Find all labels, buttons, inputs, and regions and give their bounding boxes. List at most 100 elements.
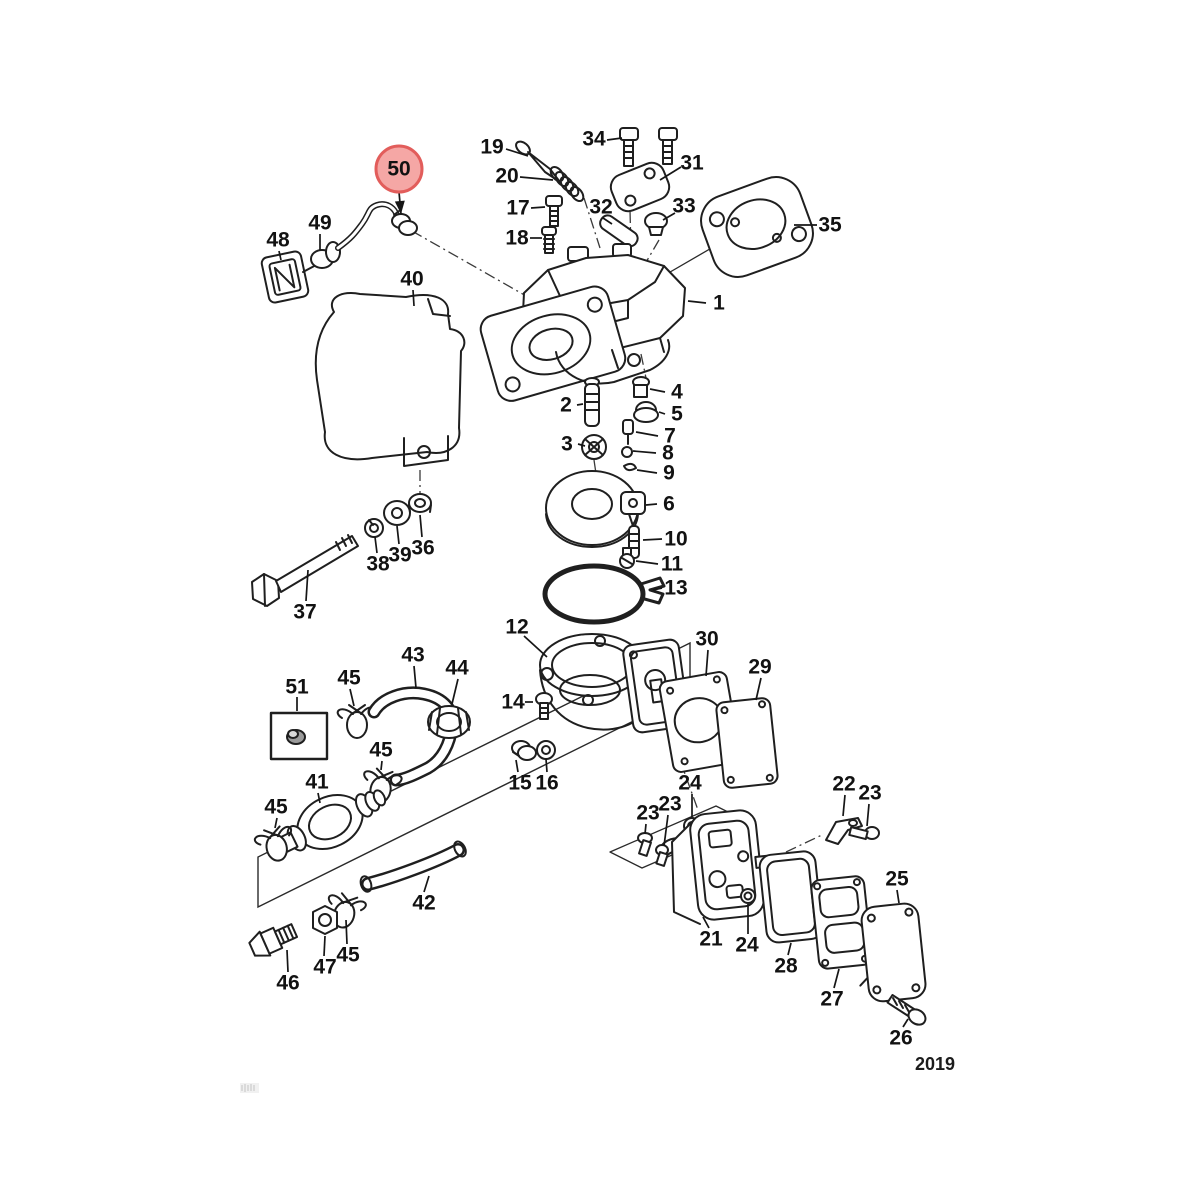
leader-line-39-44 [396, 525, 400, 545]
part-35-flange-gasket [645, 176, 814, 287]
part-label-45-50: 45 [369, 739, 393, 762]
leader-line-1-13 [687, 300, 707, 304]
part-15-drain-plug [511, 740, 537, 761]
leader-line-38-43 [374, 536, 378, 554]
part-label-43-48: 43 [401, 644, 424, 667]
part-label-26-41: 26 [889, 1027, 912, 1050]
leader-line-17-4 [530, 206, 546, 209]
leader-line-45-47 [349, 688, 355, 707]
leader-line-2-14 [576, 403, 584, 406]
part-label-19-0: 19 [480, 136, 503, 159]
part-label-11-23: 11 [661, 553, 684, 576]
part-label-16-30: 16 [535, 772, 558, 795]
part-label-49-10: 49 [308, 212, 331, 235]
leader-line-43-48 [413, 665, 417, 689]
leader-line-34-2 [606, 137, 623, 141]
leader-line-45-50 [380, 760, 383, 771]
part-label-36-45: 36 [411, 537, 434, 560]
leader-line-13-24 [652, 587, 663, 591]
leader-line-45-52 [274, 817, 278, 829]
part-7-needle-valve [622, 419, 634, 445]
leader-line-23-32 [644, 823, 647, 835]
part-label-38-43: 38 [366, 553, 390, 576]
part-46-barb-fitting [248, 923, 299, 957]
part-label-51-46: 51 [285, 676, 309, 699]
part-label-5-16: 5 [671, 403, 683, 426]
part-label-24-37: 24 [735, 934, 759, 957]
leader-line-36-45 [419, 514, 423, 538]
part-label-45-52: 45 [264, 796, 288, 819]
leader-line-29-27 [755, 677, 762, 701]
part-9-retainer-clip [623, 462, 637, 472]
part-5-cap [633, 401, 659, 423]
part-label-22-34: 22 [832, 773, 855, 796]
part-label-4-15: 4 [671, 381, 683, 404]
leader-line-9-20 [636, 469, 658, 474]
part-label-31-3: 31 [680, 152, 704, 175]
leader-line-26-41 [902, 1018, 909, 1028]
part-47-nut [312, 905, 338, 935]
leader-line-33-7 [662, 212, 676, 221]
leader-line-32-6 [602, 217, 613, 225]
leader-line-44-49 [451, 678, 459, 705]
part-label-33-7: 33 [672, 195, 695, 218]
part-label-47-55: 47 [313, 956, 336, 979]
part-33-plug [644, 212, 668, 236]
part-3-main-jet [581, 434, 607, 460]
part-31-plate [609, 161, 671, 213]
part-48-choke-knob [260, 250, 319, 304]
part-label-23-35: 23 [858, 782, 881, 805]
part-label-45-54: 45 [336, 944, 360, 967]
leader-line-8-19 [632, 450, 657, 454]
leader-line-30-26 [705, 649, 709, 677]
part-23-screw-a [637, 832, 653, 857]
part-label-48-11: 48 [266, 229, 290, 252]
part-25-pump-cover [859, 902, 927, 1003]
part-label-28-38: 28 [774, 955, 798, 978]
part-label-12-25: 12 [505, 616, 528, 639]
part-label-15-29: 15 [508, 772, 532, 795]
leader-line-28-38 [787, 942, 792, 956]
part-8-clip [621, 446, 633, 458]
part-4-valve [632, 376, 650, 398]
part-label-42-53: 42 [412, 892, 435, 915]
part-label-1-13: 1 [713, 292, 725, 315]
part-label-14-28: 14 [501, 691, 525, 714]
leader-line-6-21 [645, 503, 658, 506]
leader-arrowhead-50 [394, 200, 405, 214]
fuel-supply-line [335, 201, 403, 251]
leader-line-7-18 [635, 431, 659, 437]
part-label-20-1: 20 [495, 165, 518, 188]
part-label-13-24: 13 [664, 577, 687, 600]
leader-line-22-34 [842, 794, 846, 817]
part-51-plug-kit-box [269, 711, 329, 761]
part-label-46-56: 46 [276, 972, 299, 995]
part-42-hose [359, 840, 467, 893]
leader-line-20-1 [519, 176, 554, 181]
part-22-lever [825, 817, 863, 845]
part-14-screw [535, 692, 553, 720]
part-label-10-22: 10 [664, 528, 687, 551]
part-label-17-4: 17 [506, 197, 529, 220]
faint-watermark-mark [240, 1083, 259, 1093]
part-50-line-fitting [391, 210, 418, 236]
leader-line-23-35 [866, 803, 870, 827]
part-label-29-27: 29 [748, 656, 771, 679]
part-label-41-51: 41 [305, 771, 329, 794]
part-38-lock-washer [364, 518, 384, 538]
part-label-18-5: 18 [505, 227, 529, 250]
part-label-34-2: 34 [582, 128, 606, 151]
part-label-3-17: 3 [561, 433, 573, 456]
leader-line-48-11 [278, 250, 282, 261]
leader-line-23-33 [663, 814, 669, 847]
part-36-spacer [408, 493, 432, 513]
part-label-23-33: 23 [658, 793, 681, 816]
leader-line-4-15 [649, 388, 666, 393]
part-label-23-32: 23 [636, 802, 659, 825]
part-label-6-21: 6 [663, 493, 675, 516]
part-label-8-19: 8 [662, 442, 674, 465]
leader-line-47-55 [323, 935, 326, 957]
